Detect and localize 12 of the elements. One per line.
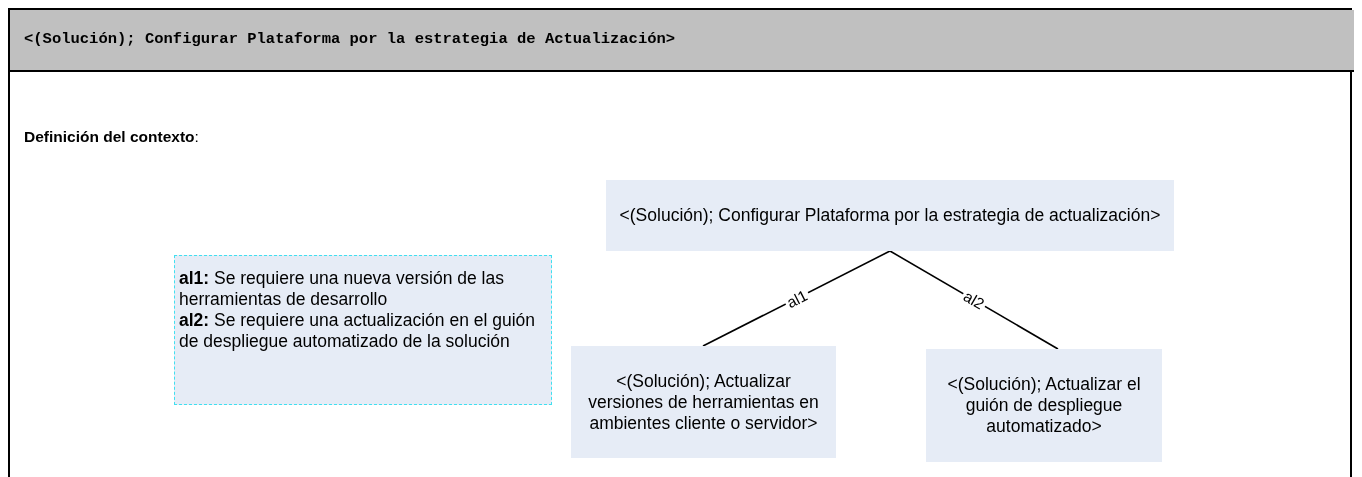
- node-text: <(Solución); Actualizar versiones de herramientas en ambientes cliente o servidor>: [587, 370, 820, 434]
- node-text: <(Solución); Actualizar el guión de despliegue automatizado>: [946, 374, 1142, 437]
- note-box: [174, 255, 552, 405]
- connector-line: [889, 250, 1059, 350]
- node-text: <(Solución); Configurar Plataforma por la estrategia de actualización>: [618, 205, 1162, 226]
- title: <(Solución); Configurar Plataforma por la estrategia de Actualización>: [24, 30, 676, 48]
- connector-line: [702, 250, 891, 347]
- process-box: [926, 349, 1162, 462]
- process-box: [606, 180, 1174, 251]
- section-heading: Definición del contexto:: [24, 128, 199, 146]
- process-box: [571, 346, 836, 458]
- node-text: al2: Se requiere una actualización en el guión de despliegue automatizado de la solución: [179, 310, 537, 352]
